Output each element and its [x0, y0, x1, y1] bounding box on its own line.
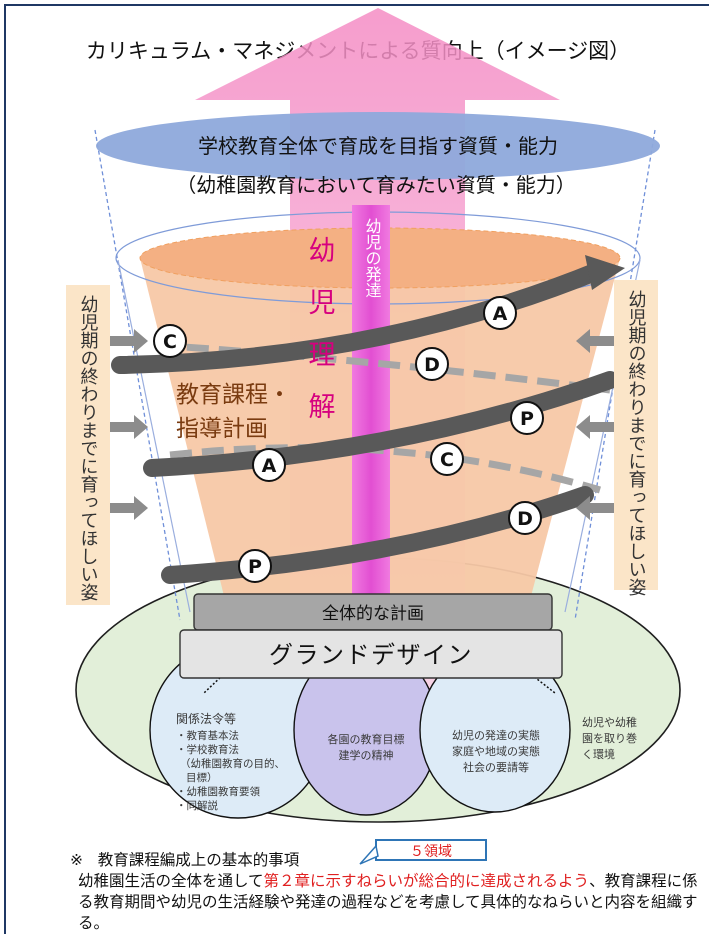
arrow-left-icon: [576, 329, 614, 353]
arrow-right-icon: [110, 329, 148, 353]
environment-line: 幼児や幼稚: [582, 716, 637, 729]
pdca-marker-a: A: [483, 296, 517, 330]
pdca-marker-label: C: [440, 449, 454, 471]
spiral-band-1: [111, 261, 609, 374]
pdca-marker-c: C: [430, 442, 464, 476]
child-understanding-char: 理: [309, 340, 336, 371]
law-text: 関係法令等 ・教育基本法 ・学校教育法 （幼稚園教育の目的、 目標） ・幼稚園教…: [176, 711, 285, 812]
top-ellipse: [96, 112, 660, 180]
pdca-marker-d: D: [415, 347, 449, 381]
child-understanding-char: 児: [309, 288, 336, 319]
note-body-red: 第２章に示すねらいが総合的に達成されるよう: [263, 872, 590, 890]
development-label: 幼児の発達: [363, 218, 382, 298]
environment-line: く環境: [582, 747, 615, 761]
pdca-marker-d: D: [508, 501, 542, 535]
law-item: ・同解説: [176, 799, 218, 812]
grand-design-bar: [179, 629, 563, 679]
note-heading: 教育課程編成上の基本的事項: [97, 851, 300, 869]
side-label-right: 幼児期の終わりまでに育ってほしい姿: [626, 290, 647, 596]
pdca-markers: A C D P A C D P: [153, 296, 544, 583]
law-title: 関係法令等: [176, 711, 236, 726]
school-goals-line: 各園の教育目標: [328, 732, 405, 746]
pdca-marker-a: A: [252, 448, 286, 482]
spiral-back-upper: [154, 341, 611, 394]
child-realities-line: 家庭や地域の実態: [452, 744, 540, 758]
pdca-marker-label: P: [520, 408, 534, 430]
child-realities-line: 社会の要請等: [463, 760, 529, 774]
basic-items-note: ※ 教育課程編成上の基本的事項 幼稚園生活の全体を通して第２章に示すねらいが総合…: [60, 850, 700, 934]
callout-pointer: [359, 844, 379, 865]
side-arrows: [110, 329, 614, 520]
side-box-left: [66, 285, 110, 605]
note-body: 幼稚園生活の全体を通して第２章に示すねらいが総合的に達成されるよう、教育課程に係…: [60, 871, 700, 934]
arrow-right-icon: [110, 496, 148, 520]
pdca-marker-label: D: [424, 354, 440, 376]
curriculum-label-line1: 教育課程・: [176, 382, 291, 408]
overall-plan-label: 全体的な計画: [322, 604, 424, 624]
environment-text: 幼児や幼稚 園を取り巻 く環境: [582, 716, 637, 761]
law-item: 目標）: [186, 771, 218, 784]
child-understanding-char: 幼: [309, 236, 336, 267]
pdca-marker-label: A: [262, 455, 277, 477]
child-realities-text: 幼児の発達の実態 家庭や地域の実態 社会の要請等: [452, 728, 540, 774]
school-goals-line: 建学の精神: [339, 748, 394, 762]
spiral-band-2: [143, 371, 619, 477]
arrow-left-icon: [576, 415, 614, 439]
arrow-right-icon: [110, 415, 148, 439]
pdca-marker-label: D: [517, 508, 533, 530]
pdca-marker-p: P: [238, 549, 272, 583]
law-item: ・学校教育法: [176, 743, 239, 756]
callout-label: ５領域: [410, 843, 452, 860]
law-item: ・幼稚園教育要領: [176, 785, 260, 798]
pdca-marker-c: C: [153, 324, 187, 358]
school-goals-text: 各園の教育目標 建学の精神: [328, 732, 405, 762]
note-heading-row: ※ 教育課程編成上の基本的事項: [70, 850, 700, 871]
grand-design-label: グランドデザイン: [269, 641, 473, 669]
spiral-arrowhead-1: [585, 255, 625, 290]
child-understanding-label: 幼 児 理 解: [309, 236, 336, 423]
law-item: （幼稚園教育の目的、: [180, 757, 285, 770]
side-label-left: 幼児期の終わりまでに育ってほしい姿: [78, 295, 99, 601]
note-mark: ※: [70, 851, 83, 869]
note-body-start: 幼稚園生活の全体を通して: [78, 872, 264, 890]
child-understanding-char: 解: [309, 392, 336, 423]
pdca-marker-label: P: [248, 556, 262, 578]
top-subtitle: （幼稚園教育において育みたい資質・能力）: [176, 173, 575, 197]
page-frame: [4, 4, 709, 934]
note-body-end: 、教育課程に係る教育期間や幼児の生活経験や発達の過程などを考慮して具体的なねらい…: [78, 872, 698, 932]
development-column: [352, 205, 390, 600]
top-ellipse-label: 学校教育全体で育成を目指す資質・能力: [198, 134, 558, 158]
environment-line: 園を取り巻: [582, 732, 637, 745]
pdca-marker-label: C: [163, 331, 177, 353]
pdca-marker-label: A: [493, 303, 508, 325]
arrow-left-icon: [576, 496, 614, 520]
law-item: ・教育基本法: [176, 729, 239, 742]
curriculum-label-line2: 指導計画: [176, 416, 268, 442]
side-box-right: [614, 280, 658, 590]
child-realities-line: 幼児の発達の実態: [452, 728, 540, 742]
pdca-marker-p: P: [510, 401, 544, 435]
